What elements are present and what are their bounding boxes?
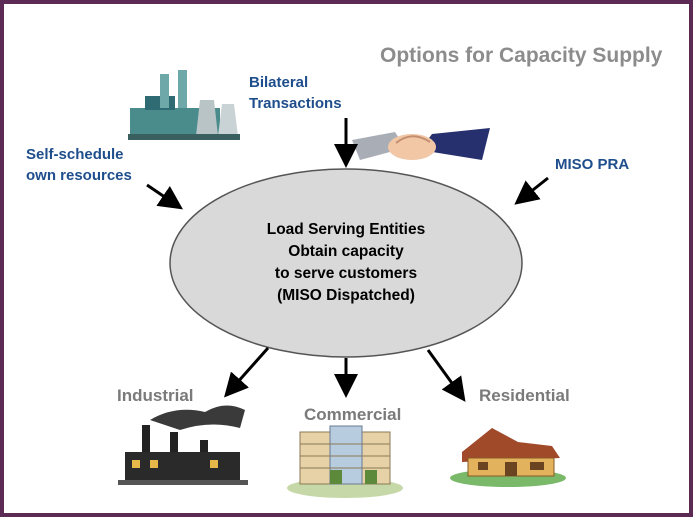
center-line-1: Load Serving Entities	[266, 221, 426, 238]
self-schedule-label-line-2: own resources	[26, 167, 132, 184]
residential-label: Residential	[479, 386, 570, 405]
handshake-icon	[352, 128, 490, 160]
arrow-miso-pra	[514, 176, 549, 205]
diagram-title: Options for Capacity Supply	[380, 44, 663, 67]
factory-icon	[118, 405, 248, 485]
center-line-2: Obtain capacity	[288, 243, 404, 260]
bilateral-label-line-1: Bilateral	[249, 74, 309, 91]
self-schedule-label-line-1: Self-schedule	[26, 146, 124, 163]
arrow-residential	[426, 349, 466, 402]
office-building-icon	[287, 425, 403, 498]
bilateral-label: Bilateral Transactions	[249, 72, 342, 114]
house-icon	[450, 428, 566, 487]
industrial-label: Industrial	[117, 386, 194, 405]
commercial-label: Commercial	[304, 405, 402, 424]
arrow-self-schedule	[146, 183, 183, 210]
power-plant-icon	[128, 70, 240, 140]
self-schedule-label: Self-schedule own resources	[26, 144, 132, 186]
lse-center-text: Load Serving Entities Obtain capacity to…	[246, 219, 446, 307]
miso-pra-label: MISO PRA	[555, 156, 630, 173]
center-line-4: (MISO Dispatched)	[277, 287, 415, 304]
center-line-3: to serve customers	[274, 265, 418, 282]
bilateral-label-line-2: Transactions	[249, 95, 342, 112]
arrow-industrial	[224, 347, 270, 398]
lse-ellipse	[169, 168, 523, 358]
